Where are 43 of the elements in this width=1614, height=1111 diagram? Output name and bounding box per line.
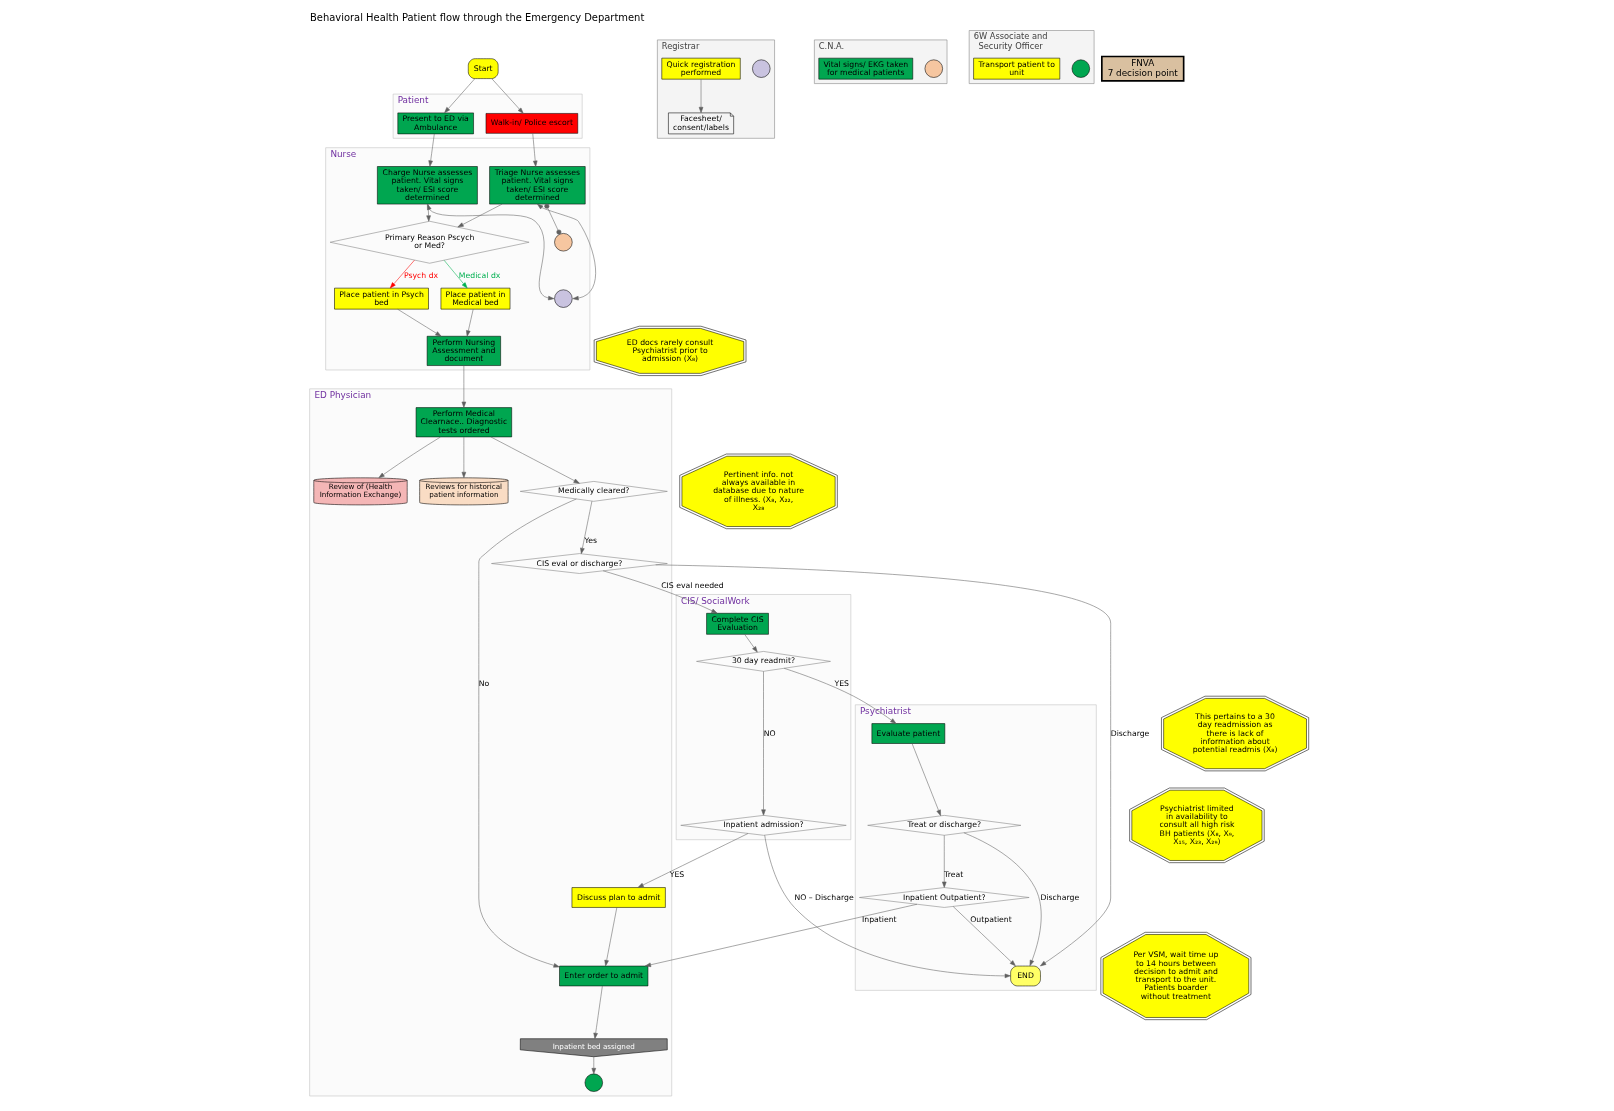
arrow [637, 833, 749, 888]
arrow [744, 634, 758, 653]
arrow [427, 203, 555, 301]
arrow [397, 308, 442, 337]
arrow [602, 570, 718, 614]
arrow [644, 903, 918, 967]
arrow [963, 832, 1042, 967]
arrow [591, 1056, 596, 1075]
arrow [466, 309, 474, 337]
arrow [580, 500, 593, 554]
arrow [764, 834, 1011, 979]
arrow [604, 907, 618, 967]
arrow [389, 259, 415, 289]
node-box: FNVA 7 decision point [1101, 55, 1185, 82]
node-circle [1071, 59, 1090, 78]
node-circle [554, 233, 573, 252]
arrow [443, 260, 468, 289]
node-circle [752, 59, 771, 78]
arrow [378, 436, 441, 479]
arrow [444, 78, 475, 114]
node-circle [554, 289, 573, 308]
arrow [761, 671, 766, 816]
arrow [537, 203, 596, 301]
arrow [952, 906, 1016, 967]
arrow [461, 365, 467, 408]
arrow [698, 79, 704, 114]
arrow [942, 835, 947, 888]
arrow [593, 985, 603, 1039]
arrow [490, 436, 580, 484]
arrow [491, 78, 524, 114]
connector [544, 203, 562, 235]
arrow [461, 436, 467, 478]
arrow [783, 668, 897, 724]
node-circle [924, 59, 943, 78]
arrow [532, 133, 538, 167]
arrow [911, 743, 941, 816]
diagram-title: Behavioral Health Patient flow through the Emergency Department [309, 11, 645, 23]
arrow [478, 498, 577, 968]
arrow [655, 564, 1111, 967]
node-circle [584, 1073, 603, 1092]
arrow [428, 133, 435, 167]
arrow [457, 203, 503, 228]
arrow [426, 203, 431, 222]
